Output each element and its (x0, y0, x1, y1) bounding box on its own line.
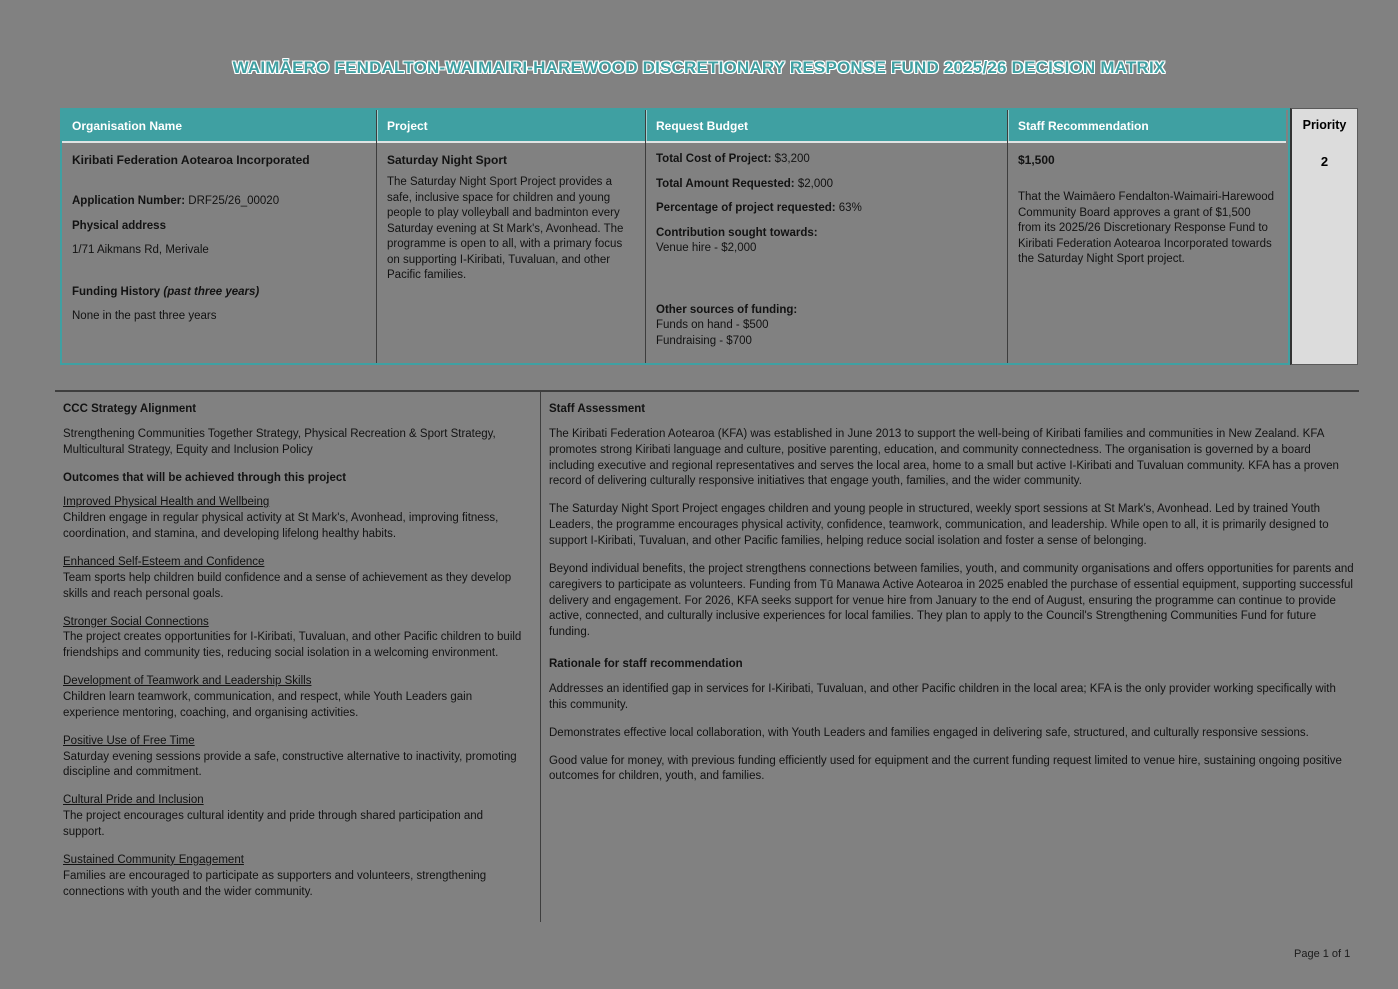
column-organisation: Organisation Name Kiribati Federation Ao… (62, 110, 376, 363)
outcome-text: Team sports help children build confiden… (63, 571, 512, 600)
percentage-label: Percentage of project requested: (656, 202, 836, 215)
outcome-item: Cultural Pride and Inclusion The project… (63, 793, 526, 841)
outcome-item: Positive Use of Free Time Saturday eveni… (63, 734, 526, 782)
cell-organisation: Kiribati Federation Aotearoa Incorporate… (62, 143, 376, 363)
outcome-title: Sustained Community Engagement (63, 853, 244, 866)
column-header-staff-recommendation: Staff Recommendation (1008, 110, 1286, 143)
outcome-title: Stronger Social Connections (63, 615, 209, 628)
total-requested-value: $2,000 (797, 177, 834, 190)
outcome-title: Improved Physical Health and Wellbeing (63, 496, 270, 509)
assessment-paragraph: The Kiribati Federation Aotearoa (KFA) w… (549, 427, 1339, 488)
staff-assessment-heading: Staff Assessment (549, 403, 646, 415)
column-priority: Priority 2 (1290, 108, 1358, 365)
contribution-label: Contribution sought towards: (656, 226, 818, 239)
outcome-text: The project creates opportunities for I-… (63, 631, 522, 660)
outcome-text: The project encourages cultural identity… (63, 810, 484, 839)
total-requested-label: Total Amount Requested: (656, 177, 795, 190)
application-number-label: Application Number: (72, 195, 186, 208)
other-source-item: Fundraising - $700 (656, 334, 752, 347)
physical-address-value: 1/71 Aikmans Rd, Merivale (72, 244, 209, 257)
outcome-item: Development of Teamwork and Leadership S… (63, 674, 526, 722)
column-request-budget: Request Budget Total Cost of Project: $3… (645, 110, 1007, 363)
column-header-project: Project (377, 110, 645, 143)
project-title: Saturday Night Sport (387, 153, 508, 167)
rationale-paragraph: Addresses an identified gap in services … (549, 683, 1336, 711)
strategy-heading: CCC Strategy Alignment (63, 403, 197, 415)
outcome-title: Development of Teamwork and Leadership S… (63, 675, 312, 688)
cell-request-budget: Total Cost of Project: $3,200 Total Amou… (646, 143, 1007, 363)
other-sources-label: Other sources of funding: (656, 303, 798, 316)
total-cost-value: $3,200 (774, 153, 810, 165)
total-cost-line: Total Cost of Project: $3,200 (656, 152, 997, 168)
rationale-heading: Rationale for staff recommendation (549, 658, 743, 671)
outcomes-heading: Outcomes that will be achieved through t… (63, 471, 347, 484)
column-header-priority: Priority (1302, 118, 1347, 132)
cell-project: Saturday Night Sport The Saturday Night … (377, 143, 645, 363)
contribution-value: Venue hire - $2,000 (656, 242, 757, 255)
decision-matrix-main-columns: Organisation Name Kiribati Federation Ao… (60, 108, 1290, 365)
funding-history-line: Funding History (past three years) (72, 285, 366, 301)
assessment-paragraph: Beyond individual benefits, the project … (549, 562, 1354, 639)
rationale-paragraph: Demonstrates effective local collaborati… (549, 726, 1309, 739)
outcome-title: Enhanced Self-Esteem and Confidence (63, 556, 265, 569)
other-funding-block: Other sources of funding: Funds on hand … (656, 303, 997, 350)
application-number-line: Application Number: DRF25/26_00020 (72, 194, 366, 210)
page-number: Page 1 of 1 (1294, 948, 1351, 960)
outcome-text: Children engage in regular physical acti… (63, 512, 499, 541)
page-title: WAIMĀERO FENDALTON-WAIMAIRI-HAREWOOD DIS… (232, 58, 1166, 77)
column-project: Project Saturday Night Sport The Saturda… (376, 110, 645, 363)
column-staff-recommendation: Staff Recommendation $1,500 That the Wai… (1007, 110, 1286, 363)
funding-history-label: Funding History (72, 285, 161, 298)
organisation-name: Kiribati Federation Aotearoa Incorporate… (72, 153, 310, 167)
outcome-text: Families are encouraged to participate a… (63, 869, 487, 898)
outcome-item: Stronger Social Connections The project … (63, 615, 526, 663)
outcome-text: Children learn teamwork, communication, … (63, 691, 473, 719)
staff-assessment-panel: Staff Assessment The Kiribati Federation… (541, 392, 1359, 922)
funding-history-value: None in the past three years (72, 310, 217, 323)
recommendation-amount: $1,500 (1018, 153, 1055, 167)
total-requested-line: Total Amount Requested: $2,000 (656, 177, 997, 193)
percentage-value: 63% (838, 202, 862, 215)
outcome-item: Improved Physical Health and Wellbeing C… (63, 495, 526, 543)
rationale-paragraph: Good value for money, with previous fund… (549, 754, 1342, 783)
outcome-item: Sustained Community Engagement Families … (63, 853, 526, 901)
outcome-item: Enhanced Self-Esteem and Confidence Team… (63, 555, 526, 603)
outcome-text: Saturday evening sessions provide a safe… (63, 750, 517, 779)
other-source-item: Funds on hand - $500 (656, 319, 769, 332)
outcome-title: Positive Use of Free Time (63, 734, 195, 747)
column-header-request-budget: Request Budget (646, 110, 1007, 143)
total-cost-label: Total Cost of Project: (656, 153, 772, 165)
project-description: The Saturday Night Sport Project provide… (387, 176, 624, 282)
decision-matrix-table: Organisation Name Kiribati Federation Ao… (60, 108, 1358, 365)
physical-address-label: Physical address (72, 219, 166, 232)
cell-staff-recommendation: $1,500 That the Waimāero Fendalton-Waima… (1008, 143, 1286, 363)
strategy-alignment-panel: CCC Strategy Alignment Strengthening Com… (55, 392, 541, 923)
details-section: CCC Strategy Alignment Strengthening Com… (55, 390, 1359, 923)
column-header-organisation: Organisation Name (62, 110, 376, 143)
recommendation-text: That the Waimāero Fendalton-Waimairi-Har… (1018, 191, 1275, 266)
outcome-title: Cultural Pride and Inclusion (63, 794, 204, 807)
priority-value: 2 (1320, 154, 1329, 169)
application-number-value: DRF25/26_00020 (188, 195, 280, 208)
percentage-line: Percentage of project requested: 63% (656, 201, 997, 217)
assessment-paragraph: The Saturday Night Sport Project engages… (549, 503, 1329, 548)
funding-history-note: (past three years) (163, 285, 260, 298)
strategy-alignment-text: Strengthening Communities Together Strat… (63, 427, 496, 456)
